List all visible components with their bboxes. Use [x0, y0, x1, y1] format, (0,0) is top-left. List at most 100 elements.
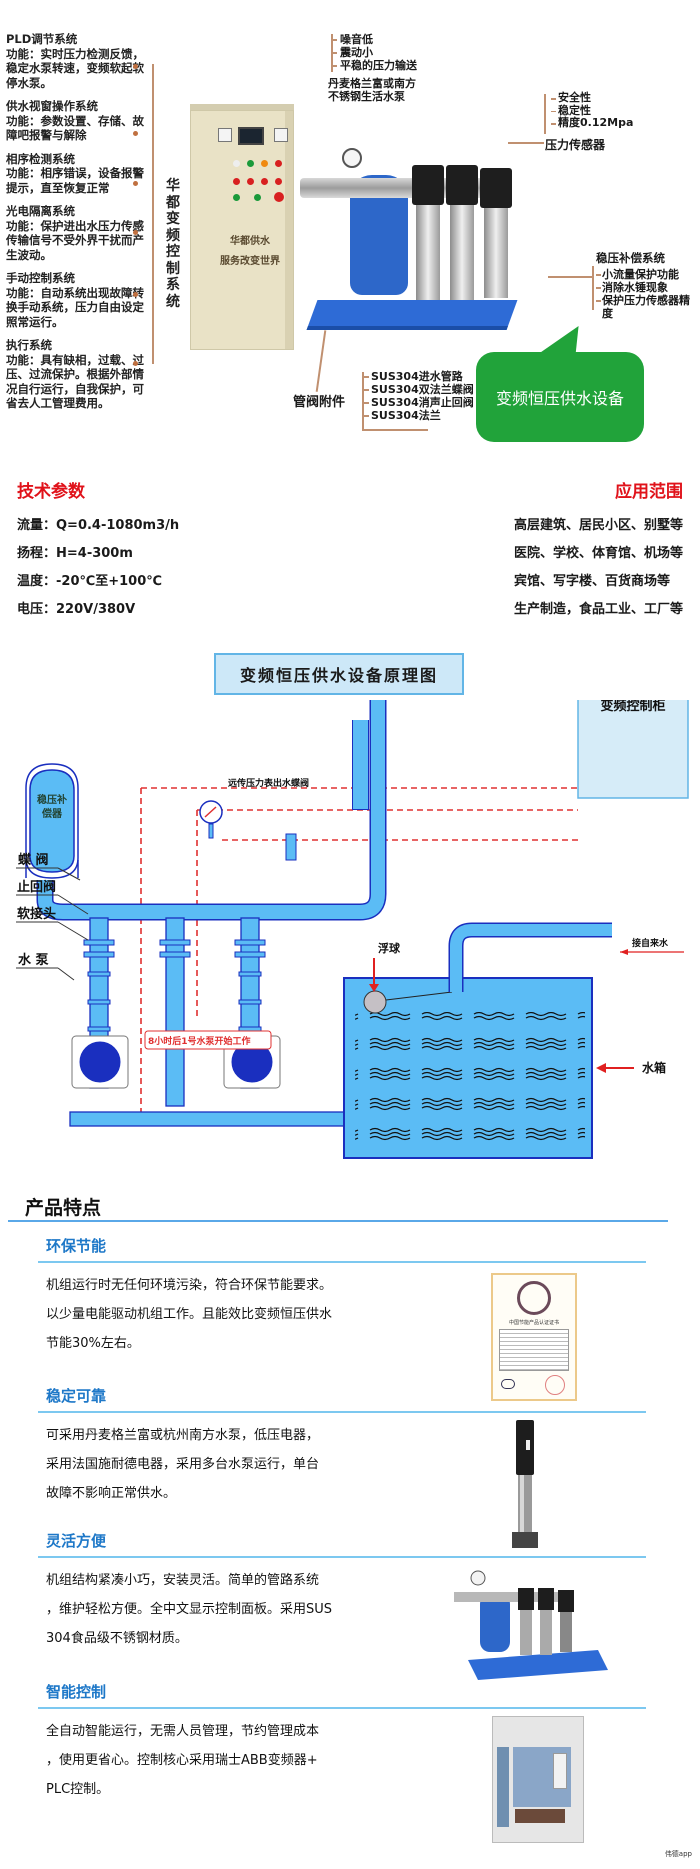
vertical-pump-image	[512, 1420, 538, 1548]
pump-set-image	[454, 1570, 608, 1680]
feature-rule	[38, 1261, 646, 1263]
cabinet-screen	[238, 127, 264, 145]
cabinet-meter	[218, 128, 232, 142]
remote-gauge-label: 远传压力表	[228, 777, 274, 789]
outlet-valve-icon	[285, 833, 297, 861]
cabinet-meter	[274, 128, 288, 142]
certificate-seal-icon	[545, 1375, 565, 1395]
application-item: 医院、学校、体育馆、机场等	[513, 546, 683, 561]
left-bracket-line	[152, 64, 154, 364]
pump-base	[306, 300, 518, 330]
sensor-leader-line	[508, 142, 544, 144]
applications-title: 应用范围	[615, 482, 683, 502]
application-item: 高层建筑、居民小区、别墅等	[513, 518, 683, 533]
soft-joint-label: 软接头	[17, 906, 56, 922]
cabinet-interior-image	[492, 1716, 584, 1843]
indicator-light	[261, 160, 268, 167]
suction-pipe	[69, 1111, 371, 1127]
note-execution: 执行系统功能：具有缺相，过载、过压、过流保护。根据外部情况自行运行，自我保护，可…	[6, 338, 144, 410]
specs-title: 技术参数	[17, 482, 85, 502]
indicator-light	[247, 160, 254, 167]
applications-list: 高层建筑、居民小区、别墅等 医院、学校、体育馆、机场等 宾馆、写字楼、百货商场等…	[514, 512, 683, 624]
note-display: 供水视窗操作系统功能：参数设置、存储、故障吧报警与解除	[6, 99, 144, 142]
main-pipe	[38, 700, 385, 919]
ccc-mark-icon	[501, 1379, 515, 1389]
control-cabinet-image	[190, 110, 294, 350]
watermark: 伟德app	[664, 1850, 692, 1858]
specs-list: 流量：Q=0.4-1080m3/h 扬程：H=4-300m 温度：-20℃至+1…	[17, 512, 179, 624]
feature-eco: 环保节能 机组运行时无任何环境污染，符合环保节能要求。 以少量电能驱动机组工作。…	[38, 1235, 648, 1358]
pump-column	[416, 205, 440, 300]
water-tank-label: 水箱	[642, 1060, 666, 1075]
pump-motor	[480, 168, 512, 208]
note-isolation: 光电隔离系统功能：保护进出水压力传感传输信号不受外界干扰而产生波动。	[6, 204, 144, 262]
feature-heading: 智能控制	[46, 1683, 107, 1701]
indicator-light	[261, 178, 268, 185]
feature-flexible: 灵活方便 机组结构紧凑小巧，安装灵活。简单的管路系统 ，维护轻松方便。全中文显示…	[38, 1530, 648, 1653]
cabinet-brand-text: 华都供水	[230, 236, 270, 247]
pressure-gauge	[342, 148, 362, 168]
indicator-light	[254, 194, 261, 201]
pump-label: 水 泵	[18, 952, 49, 968]
indicator-light	[233, 178, 240, 185]
float-ball-label: 浮球	[378, 941, 401, 955]
pump-brand-text: 丹麦格兰富或南方 不锈钢生活水泵	[328, 77, 416, 103]
valve-bracket	[362, 372, 364, 430]
features-rule	[8, 1220, 668, 1222]
float-ball	[363, 990, 387, 1014]
features-title: 产品特点	[25, 1197, 102, 1219]
stabilizer-leader-line	[548, 276, 592, 278]
bracket-dot	[133, 181, 138, 186]
left-feature-notes: PLD调节系统功能：实时压力检测反馈，稳定水泵转速，变频软起软停水泵。 供水视窗…	[6, 32, 154, 420]
application-item: 生产制造，食品工业、工厂等	[513, 602, 683, 617]
outlet-valve-label: 出水蝶阀	[273, 777, 309, 789]
feature-body: 机组结构紧凑小巧，安装灵活。简单的管路系统 ，维护轻松方便。全中文显示控制面板。…	[46, 1573, 333, 1646]
feature-body: 机组运行时无任何环境污染，符合环保节能要求。 以少量电能驱动机组工作。且能效比变…	[46, 1278, 333, 1351]
valve-item-list: SUS304进水管路 SUS304双法兰蝶阀 SUS304消声止回阀 SUS30…	[364, 370, 474, 422]
spec-temperature: 温度：-20℃至+100℃	[17, 574, 162, 589]
certificate-table	[499, 1329, 569, 1371]
schematic-diagram: 稳压补 偿器 远传压力表 出水	[16, 700, 689, 1159]
butterfly-valve-label: 蝶 阀	[18, 852, 49, 868]
sensor-feature-list: 安全性 稳定性 精度0.12Mpa	[551, 91, 633, 130]
pump-motor	[412, 165, 444, 205]
bracket-dot	[133, 361, 138, 366]
pump-motor	[446, 165, 478, 205]
application-item: 宾馆、写字楼、百货商场等	[513, 574, 670, 589]
feature-reliable: 稳定可靠 可采用丹麦格兰富或杭州南方水泵，低压电器， 采用法国施耐德电器，采用多…	[38, 1385, 648, 1508]
pressure-sensor-label: 压力传感器	[545, 138, 606, 152]
spec-voltage: 电压：220V/380V	[17, 602, 136, 617]
indicator-light	[275, 160, 282, 167]
stabilizer-tank	[25, 763, 79, 879]
feature-smart: 智能控制 全自动智能运行，无需人员管理，节约管理成本 ，使用更省心。控制核心采用…	[38, 1681, 648, 1804]
feature-body: 可采用丹麦格兰富或杭州南方水泵，低压电器， 采用法国施耐德电器，采用多台水泵运行…	[46, 1428, 320, 1501]
stabilizer-label-2: 偿器	[42, 807, 63, 820]
note-manual: 手动控制系统功能：自动系统出现故障转换手动系统，压力自由设定照常运行。	[6, 271, 144, 329]
stabilizer-feature-list: 小流量保护功能 消除水锤现象 保护压力传感器精度	[596, 268, 700, 320]
pump-column	[450, 205, 474, 300]
bracket-dot	[133, 230, 138, 235]
stabilizer-title: 稳压补偿系统	[596, 251, 665, 265]
spec-flow: 流量：Q=0.4-1080m3/h	[17, 518, 180, 533]
diagram-title: 变频恒压供水设备原理图	[214, 653, 464, 695]
top-feature-list: 噪音低 震动小 平稳的压力输送	[332, 33, 417, 72]
certificate-image: 中国节能产品认证证书	[491, 1273, 577, 1401]
valve-leader-line	[315, 330, 326, 392]
indicator-light	[247, 178, 254, 185]
cabinet-slogan-text: 服务改变世界	[220, 256, 280, 267]
control-cabinet-label: 变频控制柜	[600, 700, 665, 714]
control-cabinet-box	[577, 700, 689, 799]
note-plc: PLD调节系统功能：实时压力检测反馈，稳定水泵转速，变频软起软停水泵。	[6, 32, 144, 90]
sensor-bracket	[544, 94, 546, 134]
feature-heading: 灵活方便	[46, 1532, 107, 1550]
feature-heading: 稳定可靠	[46, 1387, 107, 1405]
feature-heading: 环保节能	[46, 1237, 107, 1255]
valve-bracket-bottom	[362, 429, 428, 431]
indicator-light	[233, 160, 240, 167]
emergency-stop	[274, 192, 284, 202]
bracket-dot	[133, 292, 138, 297]
spec-head: 扬程：H=4-300m	[17, 546, 133, 561]
cabinet-vertical-label: 华都变频控制系统	[166, 178, 180, 310]
bracket-dot	[133, 64, 138, 69]
check-valve-label: 止回阀	[17, 879, 56, 895]
